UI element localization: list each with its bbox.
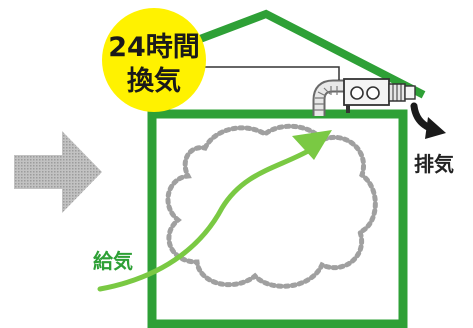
badge-line1: 24時間 xyxy=(108,32,200,63)
ventilation-duct xyxy=(312,79,346,116)
badge-line2: 換気 xyxy=(127,65,181,97)
ventilation-badge: 24時間 換気 xyxy=(102,8,206,112)
intake-arrow-icon xyxy=(97,130,332,292)
exhaust-label: 排気 xyxy=(414,152,454,176)
ventilation-fan-unit-icon xyxy=(343,78,416,113)
right-arrow-icon xyxy=(14,131,102,213)
intake-label: 給気 xyxy=(93,249,133,273)
exhaust-arrow-icon xyxy=(410,102,446,139)
badge-leader-line xyxy=(194,66,340,80)
house-wall xyxy=(147,109,408,328)
indoor-airflow-cloud xyxy=(165,123,378,289)
